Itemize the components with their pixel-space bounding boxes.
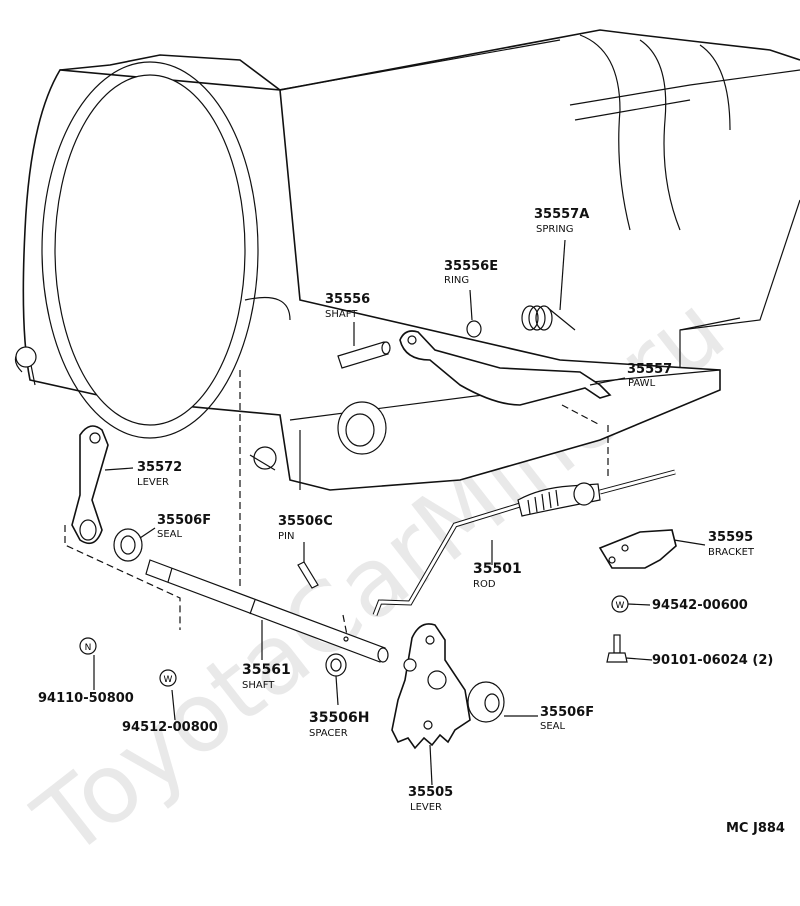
svg-text:35501: 35501 [473, 561, 522, 577]
svg-text:35506H: 35506H [309, 710, 369, 726]
label-35506F-lower: 35506F SEAL [540, 705, 594, 732]
shaft-35561-part [145, 559, 389, 663]
diagram-code: MC J884 [726, 821, 785, 836]
label-35506F-upper: 35506F SEAL [157, 513, 211, 540]
label-35556E: 35556E RING [444, 259, 498, 286]
svg-text:35561: 35561 [242, 662, 291, 678]
reference-lines [64, 370, 609, 641]
svg-text:35595: 35595 [708, 530, 753, 545]
svg-text:35506F: 35506F [540, 705, 594, 720]
svg-text:BRACKET: BRACKET [708, 547, 755, 558]
svg-text:W: W [164, 675, 173, 685]
label-35501: 35501 ROD [473, 561, 522, 590]
svg-text:35556: 35556 [325, 292, 370, 307]
label-35557A: 35557A SPRING [534, 207, 589, 235]
svg-text:LEVER: LEVER [410, 802, 442, 813]
svg-text:RING: RING [444, 275, 469, 286]
nut-symbol-94110: N [79, 637, 97, 655]
svg-text:SPRING: SPRING [536, 224, 574, 235]
svg-text:SPACER: SPACER [309, 728, 348, 739]
transmission-case [14, 29, 800, 491]
svg-text:PIN: PIN [278, 531, 294, 542]
label-35506H: 35506H SPACER [309, 710, 369, 739]
lever-35505-part [391, 623, 471, 750]
svg-text:ROD: ROD [473, 579, 496, 590]
washer-symbol-94512: W [159, 669, 177, 687]
label-35556: 35556 SHAFT [325, 292, 370, 320]
svg-text:SHAFT: SHAFT [242, 680, 275, 691]
svg-text:35506F: 35506F [157, 513, 211, 528]
label-94110: 94110-50800 [38, 691, 134, 706]
svg-text:35556E: 35556E [444, 259, 498, 274]
svg-text:35557: 35557 [627, 362, 672, 377]
svg-text:N: N [85, 643, 92, 653]
svg-text:LEVER: LEVER [137, 477, 169, 488]
part-labels: 35557A SPRING 35556E RING 35556 SHAFT 35… [38, 207, 785, 836]
label-35505: 35505 LEVER [408, 785, 453, 813]
pawl-shaft-part [337, 341, 391, 369]
spring-coil [521, 305, 576, 331]
bolt-part [606, 634, 628, 663]
label-90101: 90101-06024 (2) [652, 653, 773, 668]
pin-part [297, 561, 319, 589]
label-35561: 35561 SHAFT [242, 662, 291, 691]
label-94512: 94512-00800 [122, 720, 218, 735]
label-35572: 35572 LEVER [137, 460, 182, 488]
svg-text:PAWL: PAWL [628, 378, 656, 389]
label-35506C: 35506C PIN [278, 514, 333, 542]
svg-text:SEAL: SEAL [157, 529, 183, 540]
svg-text:35557A: 35557A [534, 207, 589, 222]
ring-part [466, 320, 482, 338]
svg-text:SHAFT: SHAFT [325, 309, 358, 320]
label-94542: 94542-00600 [652, 598, 748, 613]
spacer-part [325, 653, 347, 677]
lever-35572-part [71, 425, 109, 545]
leader-lines [93, 239, 706, 786]
rod-part [372, 469, 676, 616]
svg-text:SEAL: SEAL [540, 721, 566, 732]
washer-symbol-94542: W [611, 595, 629, 613]
svg-text:35572: 35572 [137, 460, 182, 475]
seal-lower-part [467, 681, 505, 723]
bracket-part [598, 529, 677, 569]
svg-text:W: W [616, 601, 625, 611]
pawl-assembly [337, 305, 612, 406]
seal-upper-part [113, 528, 143, 562]
pawl-part [399, 330, 612, 406]
label-35595: 35595 BRACKET [708, 530, 755, 558]
label-35557: 35557 PAWL [627, 362, 672, 389]
svg-text:35505: 35505 [408, 785, 453, 800]
svg-text:35506C: 35506C [278, 514, 333, 529]
